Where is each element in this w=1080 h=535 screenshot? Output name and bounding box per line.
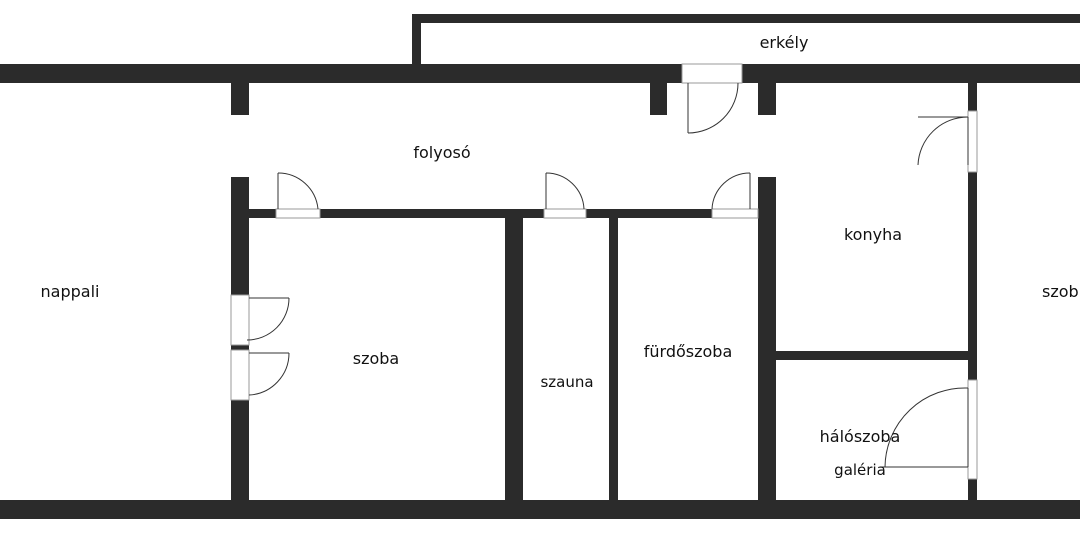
- door-balcony: [681, 63, 743, 134]
- label-bathroom: fürdőszoba: [644, 342, 733, 361]
- door-living-room-lower: [230, 349, 290, 401]
- label-room-right: szob: [1042, 282, 1079, 301]
- label-living-room: nappali: [41, 282, 100, 301]
- door-bedroom: [880, 379, 978, 480]
- interior-walls: [231, 83, 977, 500]
- balcony-railing: [412, 14, 1080, 64]
- label-sauna: szauna: [540, 373, 593, 391]
- label-balcony: erkély: [760, 33, 809, 52]
- wall-stubs: [231, 83, 776, 115]
- label-gallery: galéria: [834, 461, 886, 479]
- label-kitchen: konyha: [844, 225, 902, 244]
- door-bathroom: [711, 172, 759, 219]
- door-szauna: [543, 172, 587, 219]
- label-room: szoba: [353, 349, 399, 368]
- label-hallway: folyosó: [413, 143, 470, 162]
- outer-walls: [0, 64, 1080, 519]
- door-kitchen: [917, 110, 978, 173]
- label-bedroom: hálószoba: [820, 427, 901, 446]
- door-living-room-upper: [230, 294, 290, 346]
- door-szoba: [275, 172, 321, 219]
